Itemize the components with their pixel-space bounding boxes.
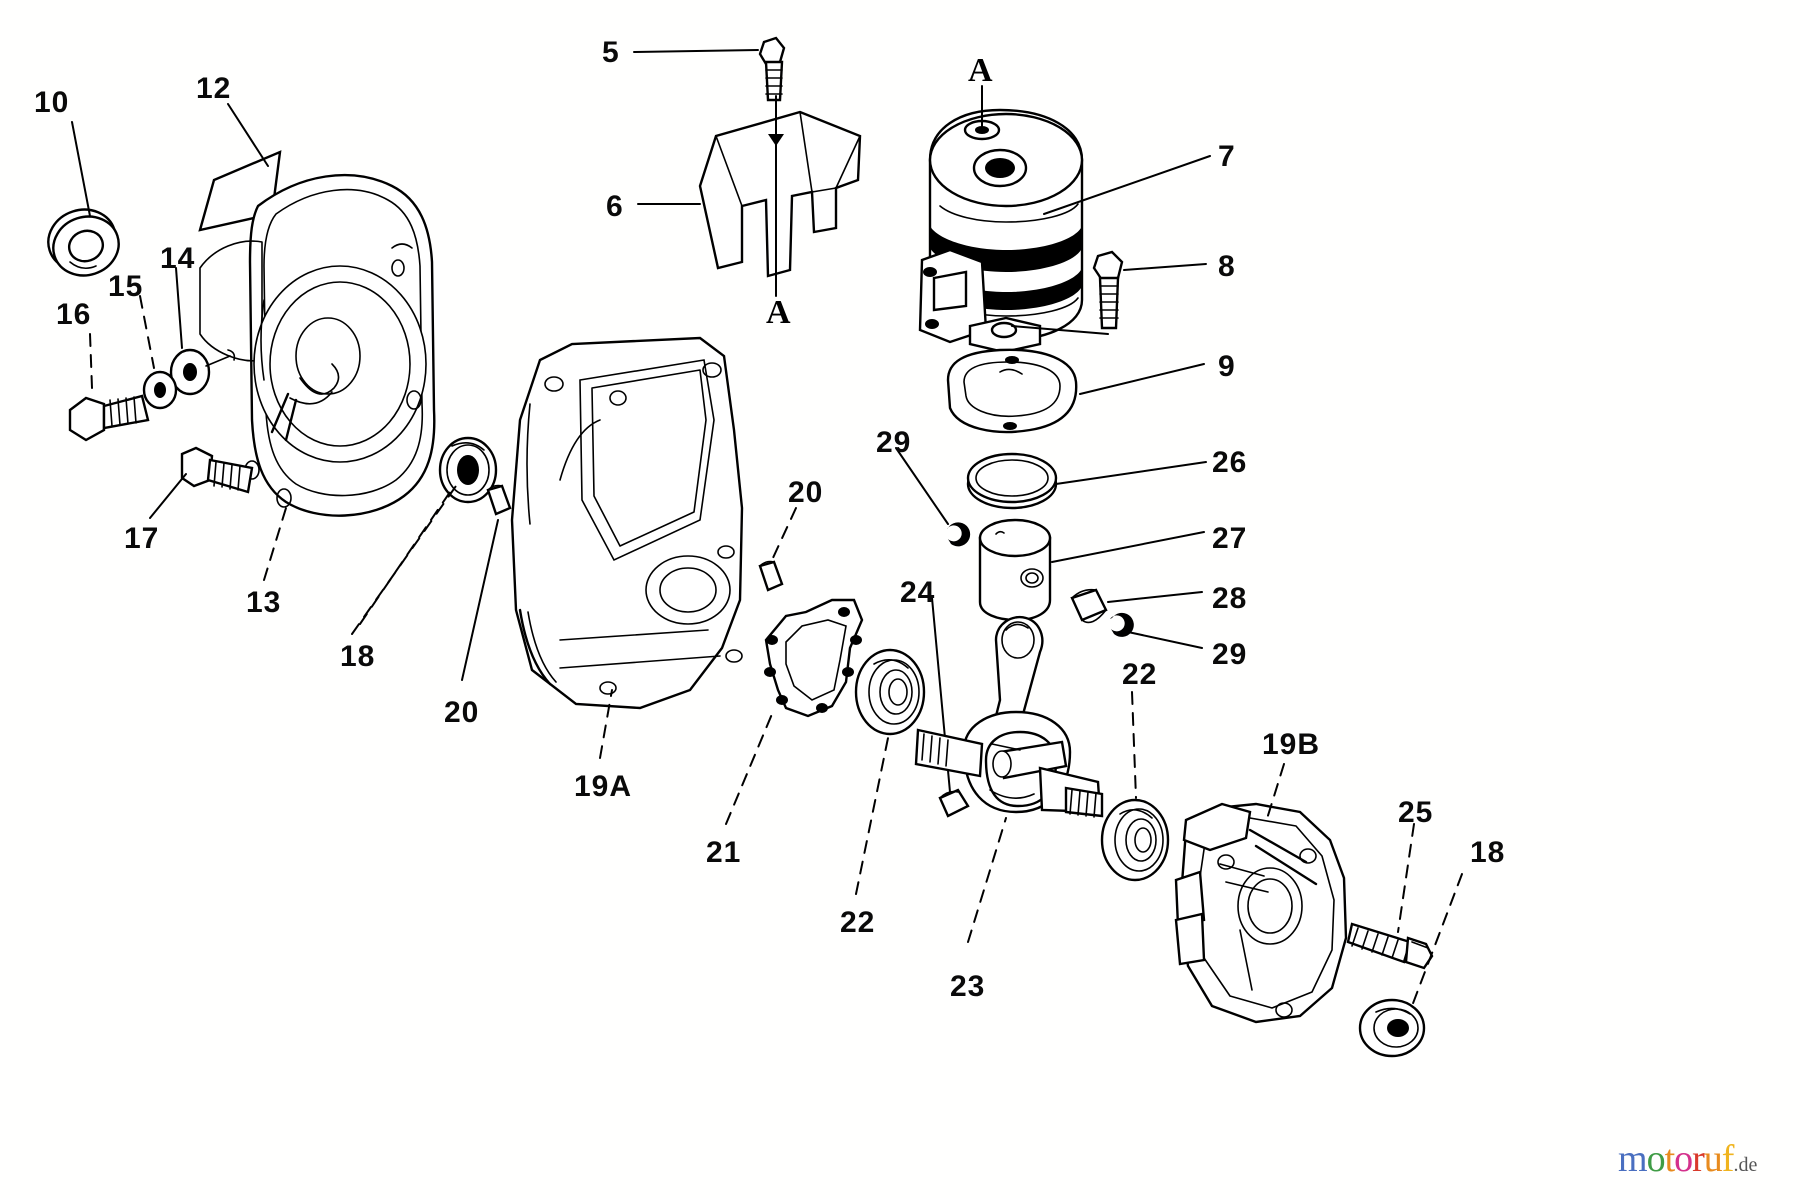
part-piston-ring-26 xyxy=(966,452,1058,510)
section-marker-a-top: A xyxy=(968,52,993,89)
section-marker-a-bottom: A xyxy=(766,294,791,331)
part-bearing-18-right xyxy=(1358,998,1426,1058)
part-piston-27 xyxy=(978,518,1052,622)
callout-8: 8 xyxy=(1218,250,1236,283)
watermark-letter-f: f xyxy=(1721,1138,1735,1180)
callout-29-left: 29 xyxy=(876,426,912,459)
callout-16: 16 xyxy=(56,298,92,331)
part-crankcase-gasket-21 xyxy=(764,598,864,718)
callout-14: 14 xyxy=(160,242,196,275)
callout-29-right: 29 xyxy=(1212,638,1248,671)
watermark-letter-u: u xyxy=(1703,1138,1723,1180)
callout-18-left: 18 xyxy=(340,640,376,673)
callout-23: 23 xyxy=(950,970,986,1003)
callout-26: 26 xyxy=(1212,446,1248,479)
callout-19B: 19B xyxy=(1262,728,1321,761)
watermark-letter-o1: o xyxy=(1646,1138,1666,1180)
callout-10: 10 xyxy=(34,86,70,119)
motoruf-watermark: motoruf.de xyxy=(1618,1140,1757,1178)
callout-17: 17 xyxy=(124,522,160,555)
watermark-letter-r: r xyxy=(1692,1138,1705,1180)
callout-9: 9 xyxy=(1218,350,1236,383)
part-woodruff-key-24 xyxy=(938,788,970,818)
part-lock-washer-15 xyxy=(142,370,178,410)
callout-20-left: 20 xyxy=(444,696,480,729)
part-bearing-18-left xyxy=(438,436,498,504)
callout-20-mid: 20 xyxy=(788,476,824,509)
callout-22-mid: 22 xyxy=(1122,658,1158,691)
callout-18-right: 18 xyxy=(1470,836,1506,869)
callout-25: 25 xyxy=(1398,796,1434,829)
callout-27: 27 xyxy=(1212,522,1248,555)
part-cylinder-7 xyxy=(918,108,1084,354)
callout-22-bottom: 22 xyxy=(840,906,876,939)
part-seal-washer-10 xyxy=(47,208,120,277)
callout-15: 15 xyxy=(108,270,144,303)
part-hex-bolt-16 xyxy=(68,394,150,442)
part-retaining-clip-29-right xyxy=(1110,612,1134,637)
part-retaining-clip-29-left xyxy=(947,522,971,547)
part-dowel-pin-20-left xyxy=(486,484,512,516)
part-screw-25 xyxy=(1346,922,1434,970)
part-screw-8 xyxy=(1092,250,1124,330)
callout-28: 28 xyxy=(1212,582,1248,615)
part-fan-housing-13 xyxy=(199,173,436,517)
callout-5: 5 xyxy=(602,36,620,69)
watermark-suffix: .de xyxy=(1733,1154,1758,1176)
callout-7: 7 xyxy=(1218,140,1236,173)
part-piston-pin-28 xyxy=(1070,588,1108,624)
callout-24: 24 xyxy=(900,576,936,609)
part-screw-5 xyxy=(758,36,786,102)
part-screw-17 xyxy=(180,446,254,494)
part-washer-14 xyxy=(169,348,211,396)
part-cylinder-gasket-9 xyxy=(946,348,1078,434)
callout-13: 13 xyxy=(246,586,282,619)
callout-12: 12 xyxy=(196,72,232,105)
watermark-letter-t: t xyxy=(1664,1138,1676,1180)
watermark-letter-o2: o xyxy=(1674,1138,1693,1180)
watermark-letter-m: m xyxy=(1618,1138,1648,1180)
part-crankcase-half-19A xyxy=(510,336,744,710)
callout-6: 6 xyxy=(606,190,624,223)
part-crankcase-half-19B xyxy=(1174,802,1348,1024)
part-dowel-pin-20-mid xyxy=(758,560,784,592)
callout-21: 21 xyxy=(706,836,742,869)
part-crankshaft-23 xyxy=(914,615,1104,818)
callout-19A: 19A xyxy=(574,770,633,803)
part-cylinder-shield-6 xyxy=(698,110,862,278)
part-ball-bearing-22-mid xyxy=(854,648,926,736)
part-ball-bearing-22-right xyxy=(1100,798,1170,882)
